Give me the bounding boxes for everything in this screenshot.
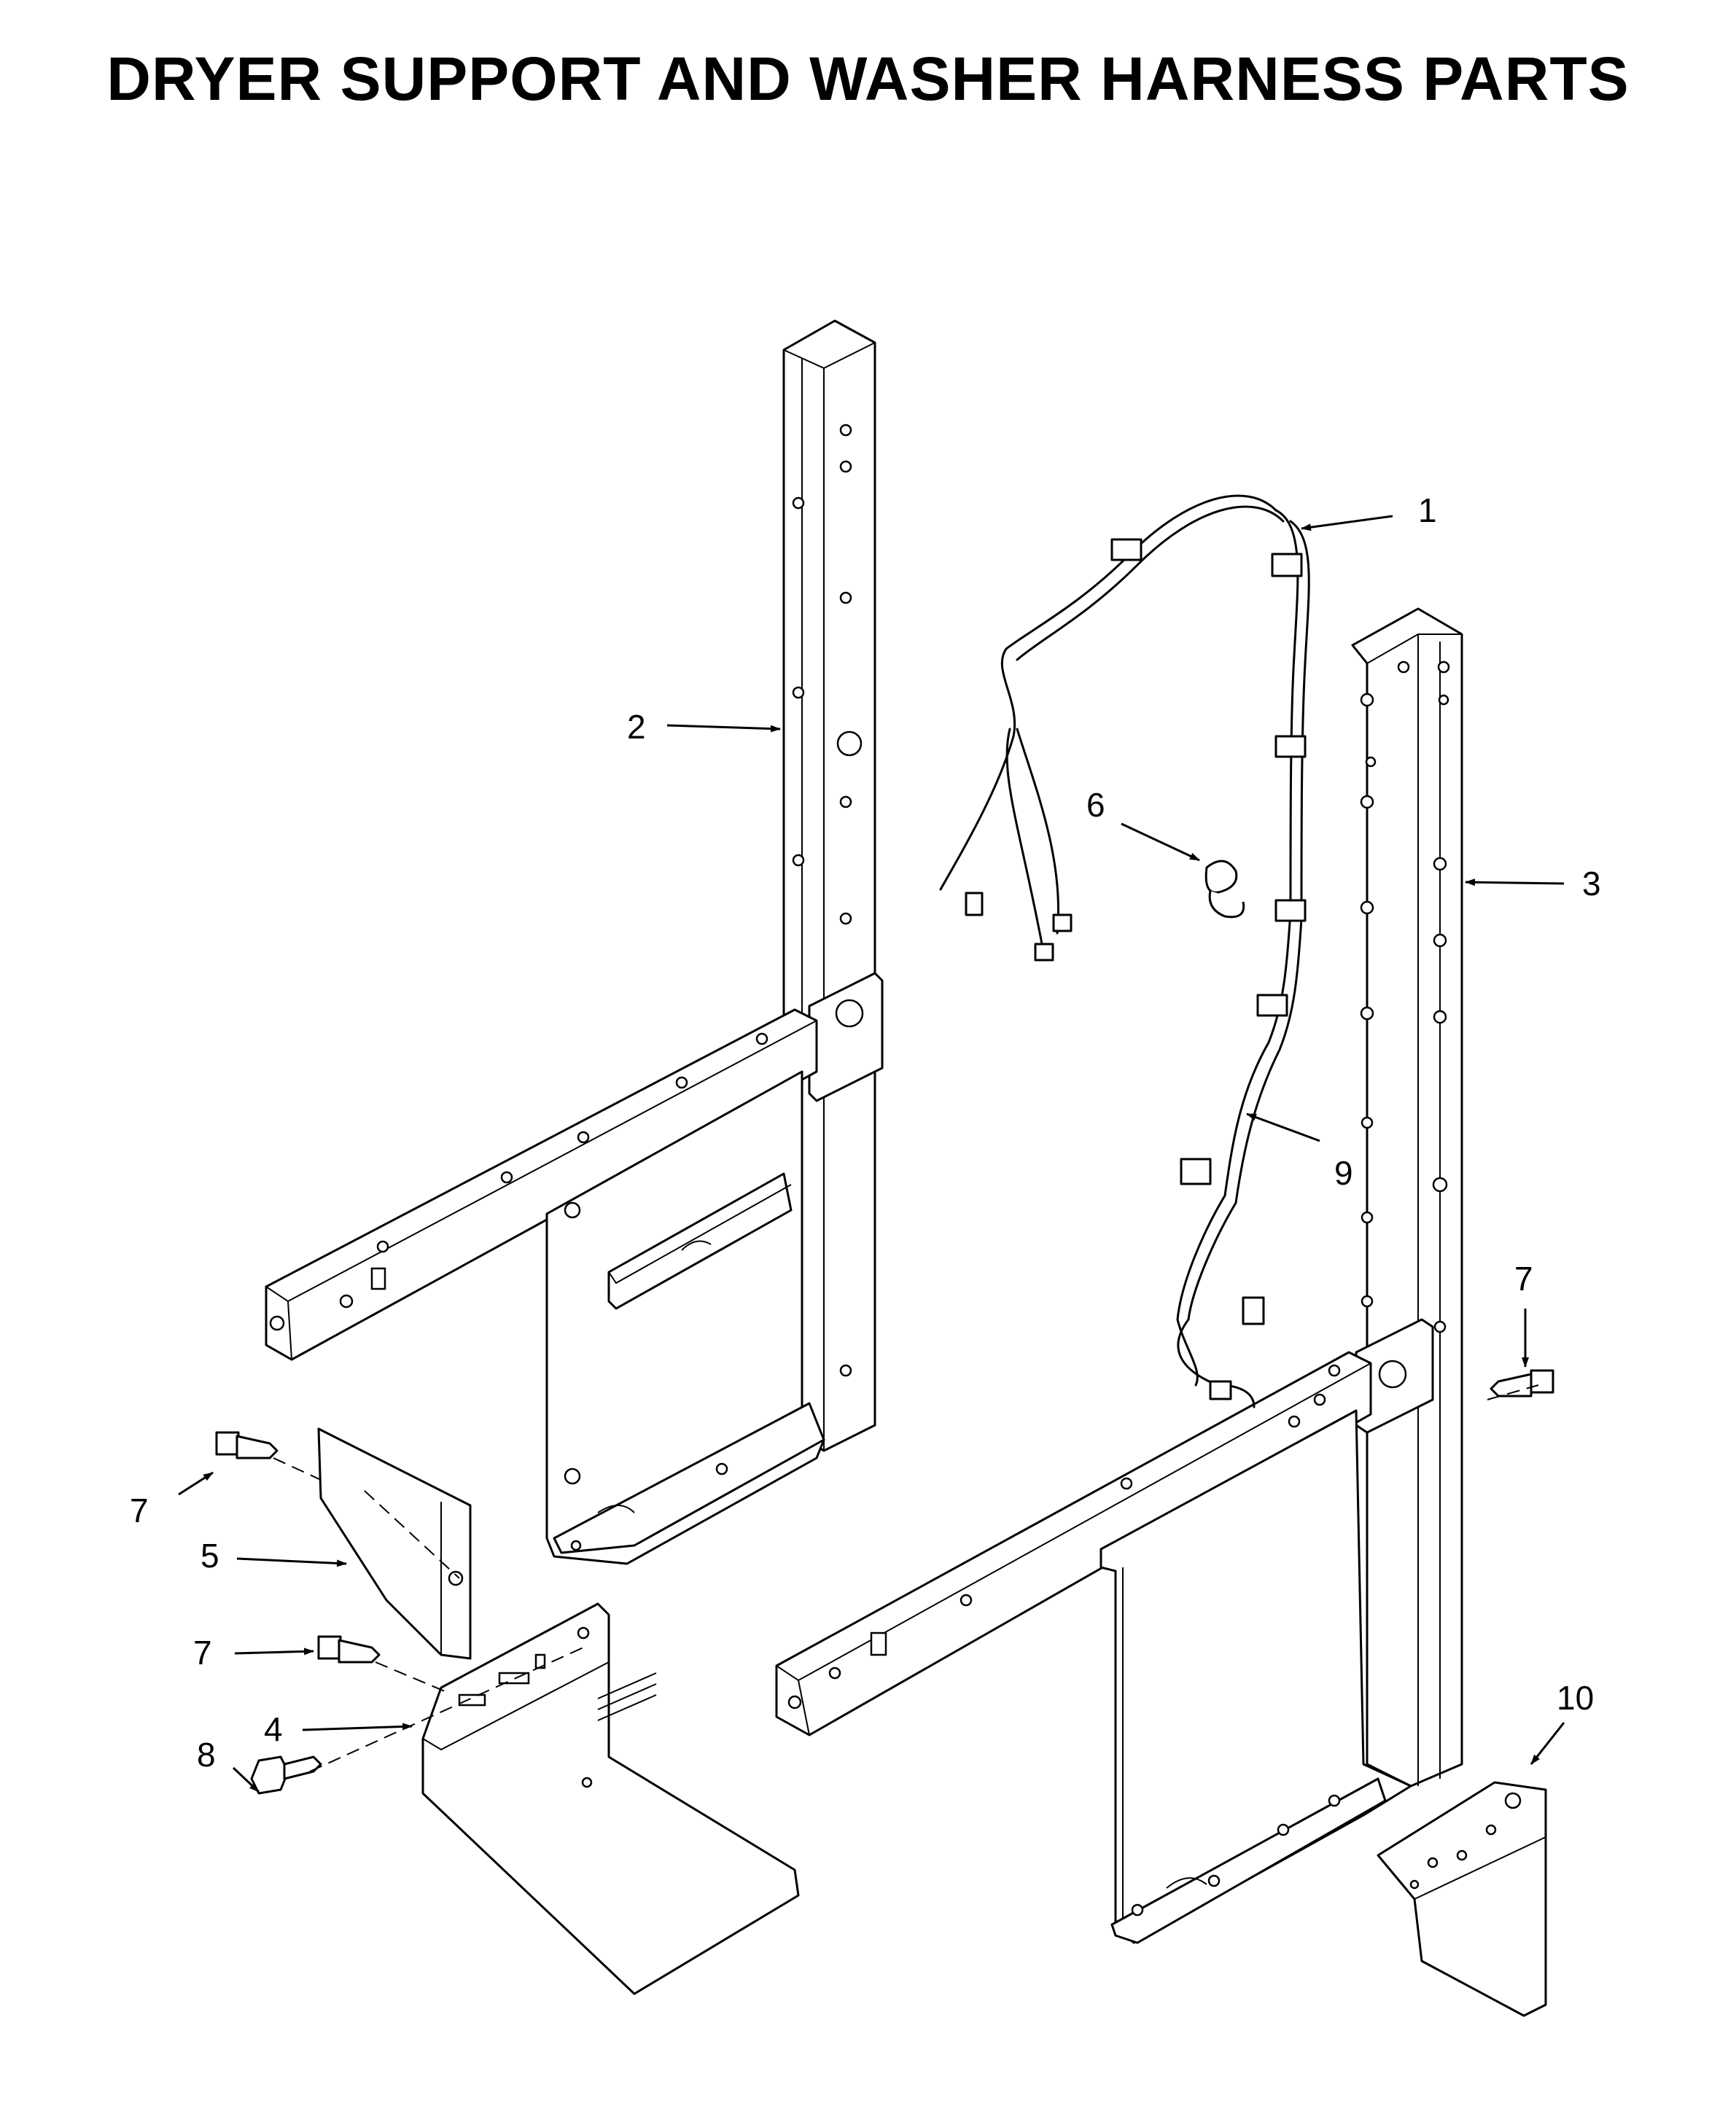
screw-left-lower (317, 1635, 381, 1664)
callout-arrow-6 (1121, 822, 1200, 862)
callout-arrow-1 (1301, 515, 1393, 531)
callout-label-7a: 7 (130, 1492, 149, 1529)
callout-arrow-2 (666, 724, 781, 733)
screw-left-upper (215, 1431, 279, 1459)
washer-harness (939, 494, 1310, 1408)
callout-arrow-10 (1530, 1722, 1565, 1765)
cover-plate (317, 1427, 472, 1660)
corner-bracket (1377, 1781, 1547, 2017)
callout-label-1: 1 (1418, 491, 1437, 529)
callout-label-5: 5 (201, 1537, 219, 1575)
callout-arrow-5 (236, 1557, 347, 1567)
callout-label-6: 6 (1086, 786, 1105, 824)
callout-label-2: 2 (627, 708, 646, 746)
callout-label-10: 10 (1557, 1679, 1594, 1717)
screw-right (1490, 1369, 1554, 1397)
callout-arrow-7b (234, 1648, 314, 1656)
callout-label-4: 4 (264, 1710, 283, 1748)
left-dryer-support (265, 319, 884, 1565)
callout-label-7b: 7 (193, 1634, 212, 1672)
callout-label-8: 8 (197, 1736, 216, 1774)
callout-arrow-9 (1246, 1112, 1320, 1142)
wire-clip (1204, 859, 1245, 919)
bracket (421, 1602, 800, 1995)
callout-arrow-3 (1465, 878, 1565, 886)
callout-arrow-7a (178, 1471, 214, 1496)
page-title: DRYER SUPPORT AND WASHER HARNESS PARTS (106, 44, 1630, 113)
callout-label-7c: 7 (1514, 1260, 1533, 1298)
callout-arrow-4 (302, 1723, 413, 1731)
callout-label-9: 9 (1334, 1154, 1353, 1192)
callout-label-3: 3 (1582, 865, 1601, 903)
callout-arrow-8 (232, 1766, 260, 1793)
hex-screw (250, 1755, 322, 1795)
right-dryer-support (775, 607, 1463, 1944)
